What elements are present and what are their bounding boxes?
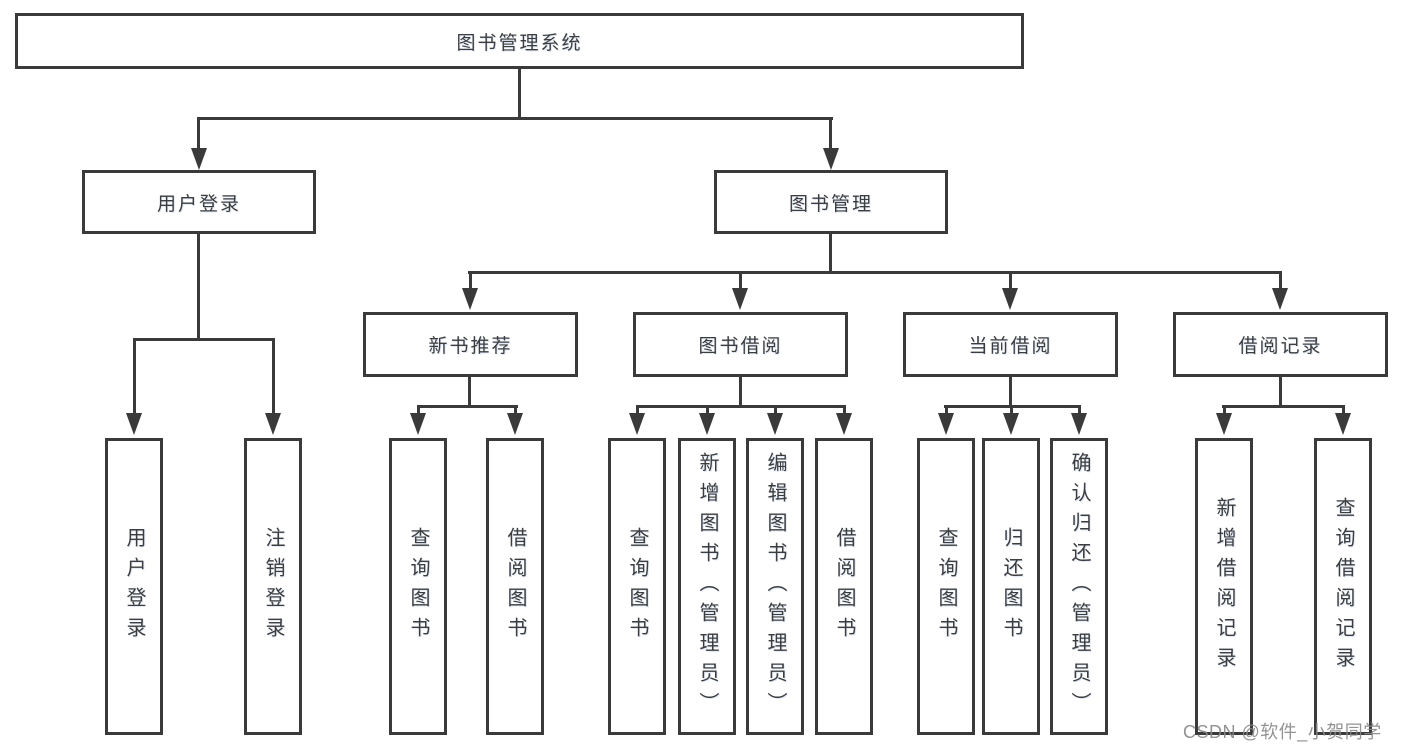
node-book-management: 图书管理 xyxy=(714,170,948,234)
node-label: 用户登录 xyxy=(156,193,241,215)
arrow-down-icon xyxy=(410,413,426,435)
connector-line xyxy=(197,117,833,120)
connector-line xyxy=(1279,271,1282,290)
watermark-text: CSDN @软件_小贺同学 xyxy=(1183,722,1382,742)
arrow-down-icon xyxy=(1272,288,1288,310)
connector-line xyxy=(417,405,518,408)
node-bb-query-books: 查询图书 xyxy=(608,438,666,735)
node-label: 归还图书 xyxy=(1000,526,1022,647)
connector-line xyxy=(514,405,517,415)
node-label: 确认归还（管理员） xyxy=(1068,451,1090,722)
node-label: 借阅记录 xyxy=(1238,336,1323,357)
connector-line xyxy=(1078,405,1081,415)
node-new-book-recommendation: 新书推荐 xyxy=(363,312,578,377)
arrow-down-icon xyxy=(191,148,207,170)
arrow-down-icon xyxy=(1216,413,1232,435)
arrow-down-icon xyxy=(767,413,783,435)
node-label: 查询图书 xyxy=(935,526,957,647)
connector-line xyxy=(1223,405,1226,415)
node-bb-borrow-books: 借阅图书 xyxy=(815,438,873,735)
connector-line xyxy=(829,117,832,150)
connector-line xyxy=(706,405,709,415)
node-label: 借阅图书 xyxy=(504,526,526,647)
node-nbr-query-books: 查询图书 xyxy=(389,438,447,735)
node-cb-confirm-return-admin: 确认归还（管理员） xyxy=(1050,438,1108,735)
node-label: 当前借阅 xyxy=(968,336,1053,357)
node-label: 新增图书（管理员） xyxy=(696,451,718,722)
node-label: 借阅图书 xyxy=(833,526,855,647)
connector-line xyxy=(197,117,200,150)
node-label: 图书管理 xyxy=(788,193,873,215)
arrow-down-icon xyxy=(629,413,645,435)
node-br-add-record: 新增借阅记录 xyxy=(1195,438,1253,735)
connector-line xyxy=(739,271,742,290)
arrow-down-icon xyxy=(836,413,852,435)
node-label: 新增借阅记录 xyxy=(1213,496,1235,677)
arrow-down-icon xyxy=(732,288,748,310)
connector-line xyxy=(133,338,275,341)
arrow-down-icon xyxy=(265,413,281,435)
node-label: 新书推荐 xyxy=(428,336,513,357)
connector-line xyxy=(197,234,200,341)
node-library-management-system: 图书管理系统 xyxy=(15,13,1024,69)
node-label: 图书借阅 xyxy=(698,336,783,357)
arrow-down-icon xyxy=(462,288,478,310)
connector-line xyxy=(272,338,275,415)
connector-line xyxy=(945,405,948,415)
connector-line xyxy=(469,271,472,290)
node-borrowing-records: 借阅记录 xyxy=(1173,312,1388,377)
connector-line xyxy=(1222,405,1345,408)
connector-line xyxy=(468,377,471,408)
arrow-down-icon xyxy=(1335,413,1351,435)
connector-line xyxy=(468,271,1282,274)
connector-line xyxy=(1279,377,1282,408)
connector-line xyxy=(133,338,136,415)
connector-line xyxy=(636,405,639,415)
connector-line xyxy=(636,405,846,408)
node-label: 注销登录 xyxy=(262,526,284,647)
arrow-down-icon xyxy=(699,413,715,435)
node-user-login-leaf: 用户登录 xyxy=(105,438,163,735)
arrow-down-icon xyxy=(823,148,839,170)
node-bb-add-books-admin: 新增图书（管理员） xyxy=(678,438,736,735)
connector-line xyxy=(739,377,742,408)
node-nbr-borrow-books: 借阅图书 xyxy=(486,438,544,735)
connector-line xyxy=(843,405,846,415)
node-label: 编辑图书（管理员） xyxy=(764,451,786,722)
connector-line xyxy=(829,234,832,274)
arrow-down-icon xyxy=(507,413,523,435)
node-bb-edit-books-admin: 编辑图书（管理员） xyxy=(746,438,804,735)
arrow-down-icon xyxy=(126,413,142,435)
node-label: 图书管理系统 xyxy=(456,32,583,54)
node-label: 查询图书 xyxy=(407,526,429,647)
arrow-down-icon xyxy=(1002,288,1018,310)
node-label: 查询图书 xyxy=(626,526,648,647)
connector-line xyxy=(1010,405,1013,415)
connector-line xyxy=(518,69,521,120)
node-cb-query-books: 查询图书 xyxy=(917,438,975,735)
arrow-down-icon xyxy=(938,413,954,435)
node-label: 查询借阅记录 xyxy=(1332,496,1354,677)
node-label: 用户登录 xyxy=(123,526,145,647)
connector-line xyxy=(417,405,420,415)
connector-line xyxy=(1009,377,1012,408)
node-current-borrowing: 当前借阅 xyxy=(903,312,1118,377)
connector-line xyxy=(774,405,777,415)
connector-line xyxy=(1009,271,1012,290)
node-br-query-record: 查询借阅记录 xyxy=(1314,438,1372,735)
node-user-login: 用户登录 xyxy=(82,170,316,234)
node-logout: 注销登录 xyxy=(244,438,302,735)
arrow-down-icon xyxy=(1003,413,1019,435)
connector-line xyxy=(1342,405,1345,415)
node-book-borrowing: 图书借阅 xyxy=(633,312,848,377)
arrow-down-icon xyxy=(1071,413,1087,435)
node-cb-return-books: 归还图书 xyxy=(982,438,1040,735)
